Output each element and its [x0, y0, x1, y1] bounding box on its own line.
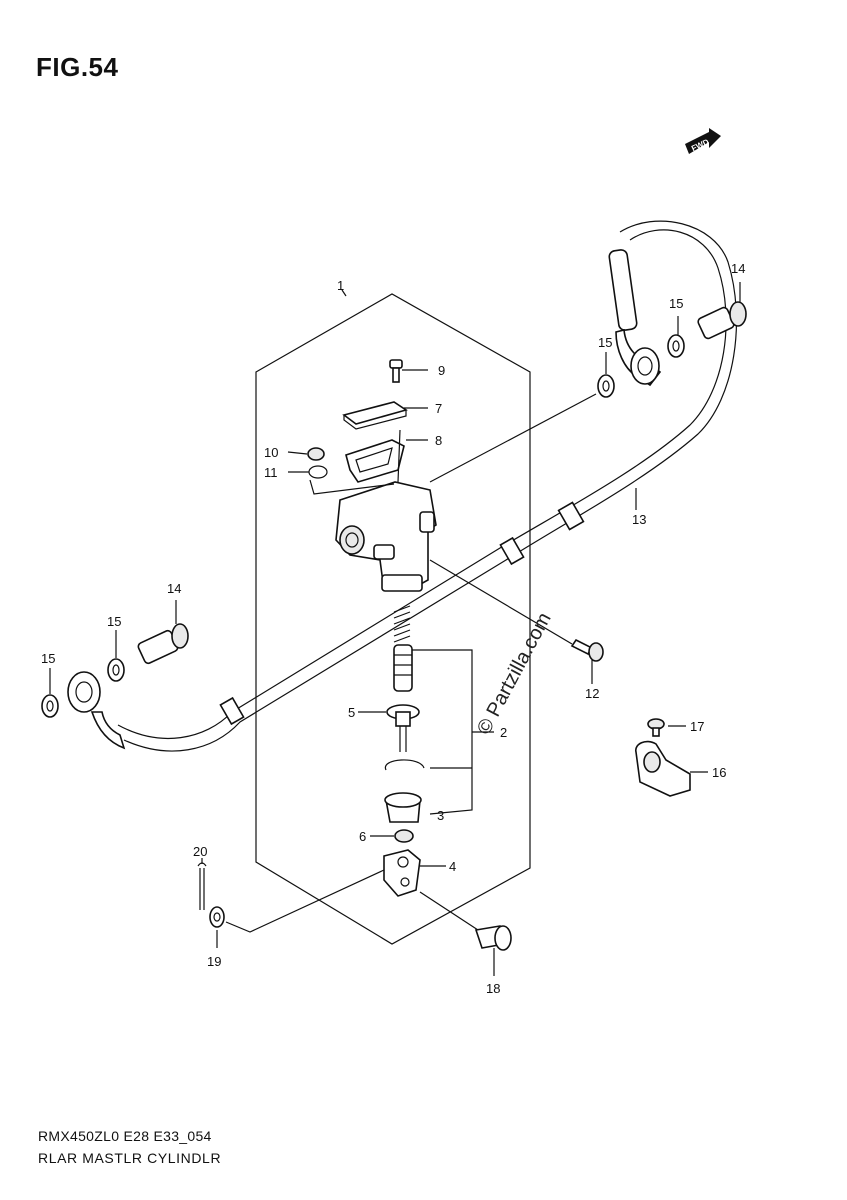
figure-title: FIG.54 [36, 52, 119, 82]
clamp-screw [647, 718, 665, 737]
cotter-pin [197, 862, 207, 910]
callout-12: 12 [585, 686, 599, 701]
callout-8: 8 [435, 433, 442, 448]
callout-11: 11 [264, 465, 278, 480]
mounting-bolt [570, 638, 604, 662]
callout-5: 5 [348, 705, 355, 720]
diagram-name: RLAR MASTLR CYLINDLR [38, 1150, 222, 1166]
callout-19: 19 [207, 954, 221, 969]
brake-hose [67, 220, 737, 752]
reservoir-cap [342, 401, 408, 430]
cap-screw [389, 359, 403, 383]
watermark: © Partzilla.com [473, 609, 556, 738]
callout-1: 1 [337, 278, 344, 293]
callout-10: 10 [264, 445, 278, 460]
diaphragm [345, 439, 405, 483]
callout-3: 3 [437, 808, 444, 823]
callout-20: 20 [193, 844, 207, 859]
washers [41, 334, 685, 718]
assembly-boundary [255, 293, 531, 945]
clevis [383, 849, 421, 897]
callout-numbers: 1 2 3 4 5 6 7 8 9 10 11 12 13 14 14 15 1… [41, 261, 745, 996]
piston-set [384, 605, 425, 843]
union-bolt-upper [697, 301, 747, 340]
union-bolt-lower [137, 623, 189, 665]
callout-18: 18 [486, 981, 500, 996]
callout-15-c: 15 [107, 614, 121, 629]
callout-15-a: 15 [669, 296, 683, 311]
callout-14-upper: 14 [731, 261, 745, 276]
callout-13: 13 [632, 512, 646, 527]
master-cylinder-body [335, 481, 437, 592]
callout-14-lower: 14 [167, 581, 181, 596]
callout-4: 4 [449, 859, 456, 874]
callout-2: 2 [500, 725, 507, 740]
diagram-code: RMX450ZL0 E28 E33_054 [38, 1128, 212, 1144]
callout-15-d: 15 [41, 651, 55, 666]
hose-clamp [635, 740, 691, 797]
callout-17: 17 [690, 719, 704, 734]
leader-lines [49, 282, 741, 976]
fwd-badge: FWD [685, 128, 721, 154]
callout-7: 7 [435, 401, 442, 416]
oring-and-clip [307, 447, 328, 479]
callout-16: 16 [712, 765, 726, 780]
callout-15-b: 15 [598, 335, 612, 350]
callout-6: 6 [359, 829, 366, 844]
pin-washer [209, 906, 225, 928]
clevis-pin [474, 925, 512, 951]
callout-9: 9 [438, 363, 445, 378]
